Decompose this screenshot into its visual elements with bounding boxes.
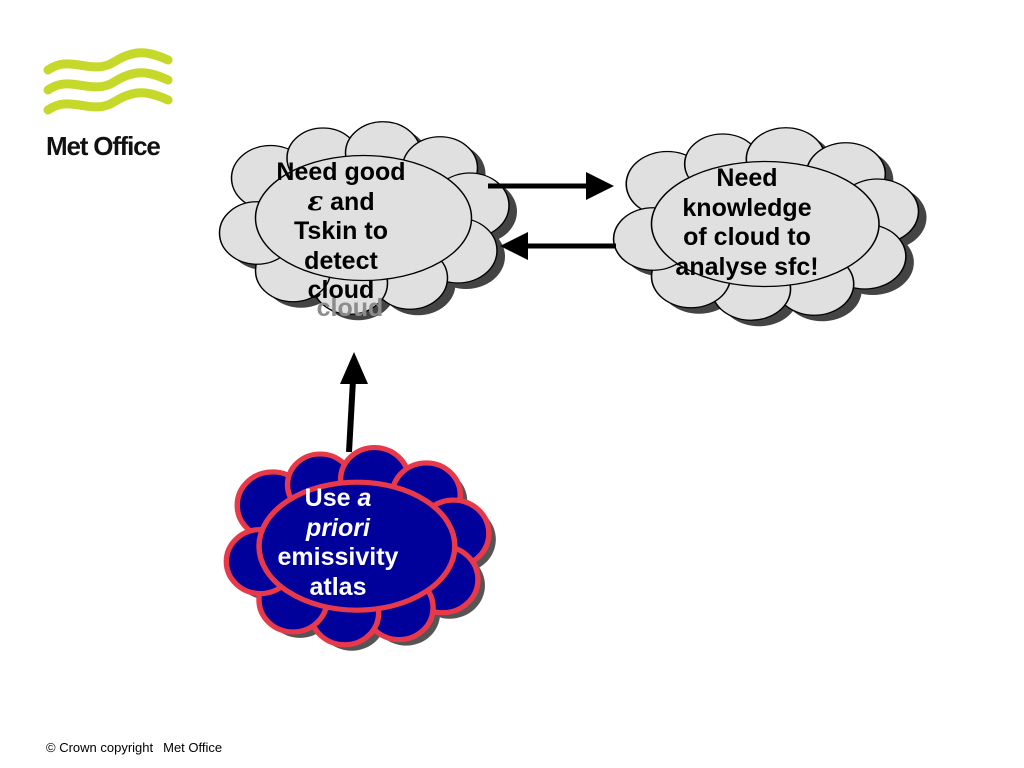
footer-org: Met Office xyxy=(163,740,223,755)
cloud-line: emissivity xyxy=(277,543,399,571)
cloud-line: priori xyxy=(306,513,370,542)
cloud-need-knowledge-text: Need knowledge of cloud to analyse sfc! xyxy=(652,164,842,282)
cloud-line: analyse sfc! xyxy=(675,252,819,281)
cloud-emissivity-atlas-text: Use a priori emissivity atlas xyxy=(258,484,418,602)
arrow-up xyxy=(340,352,368,453)
arrow-right xyxy=(488,172,614,200)
cloud-line: atlas xyxy=(309,572,367,601)
met-office-logo-waves xyxy=(43,48,173,115)
cloud-need-good-text: Need good ε and Tskin to detect cloud xyxy=(258,158,424,306)
footer-copyright: © Crown copyright xyxy=(46,740,154,755)
cloud-line-plain: Use xyxy=(304,484,358,512)
cloud-line: Need xyxy=(716,164,778,192)
cloud-line: Use a xyxy=(258,484,418,514)
cloud-line: detect xyxy=(304,246,378,275)
cloud-line: of cloud to xyxy=(683,223,811,251)
met-office-logo-text: Met Office xyxy=(46,131,161,161)
cloud-line-rest: and xyxy=(323,187,375,216)
cloud-ghost-text: cloud xyxy=(316,294,384,322)
cloud-line: cloud xyxy=(307,276,375,304)
cloud-line-italic: a xyxy=(357,484,372,512)
cloud-line: knowledge xyxy=(682,193,812,222)
epsilon-symbol: ε xyxy=(307,186,324,217)
cloud-line: ε and xyxy=(258,186,424,218)
cloud-line: Need good xyxy=(276,158,406,186)
footer: © Crown copyright Met Office xyxy=(46,740,222,755)
cloud-line: Tskin to xyxy=(294,217,388,245)
arrow-left xyxy=(500,232,616,260)
